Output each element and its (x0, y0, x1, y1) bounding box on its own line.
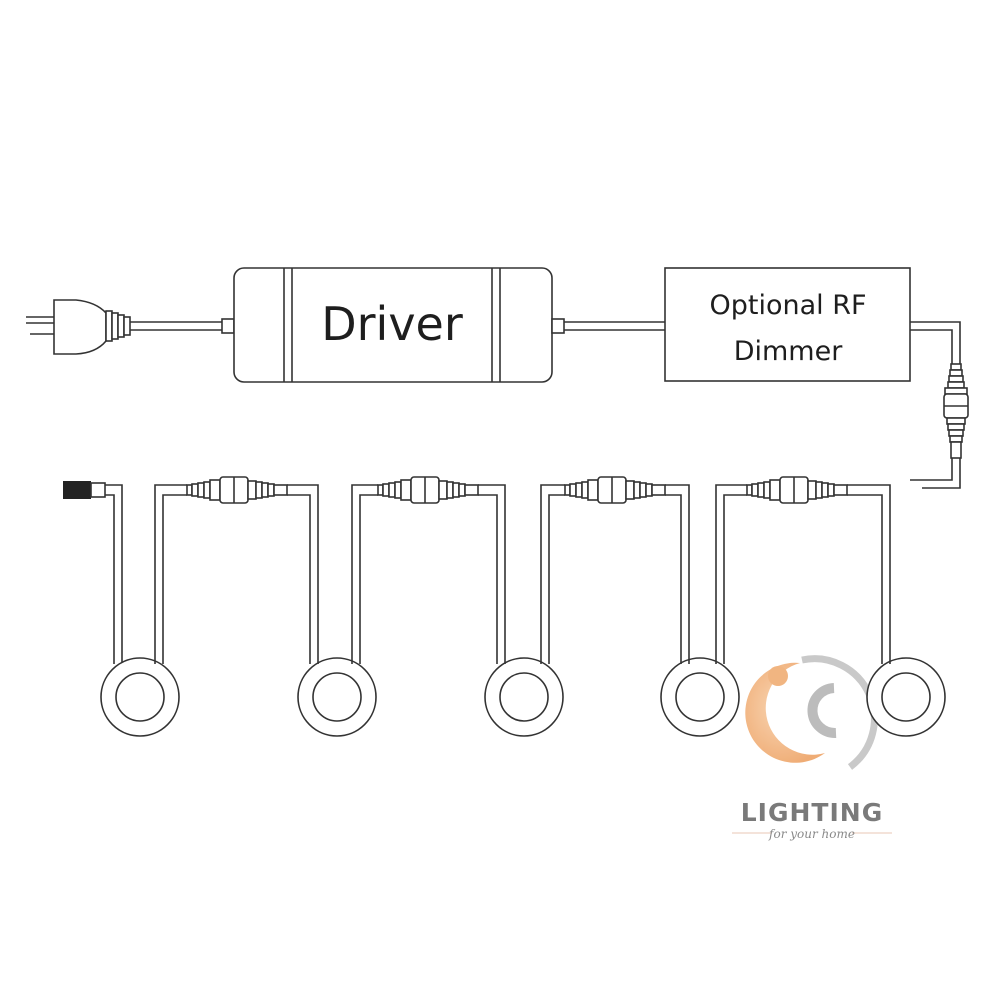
connector-ridge (625, 480, 635, 500)
connector-ridge (464, 484, 479, 496)
connector-ridge (827, 483, 835, 497)
connector-ridge (446, 481, 454, 499)
cable (540, 484, 565, 664)
connector-ridge (191, 483, 199, 497)
connector-ridge (569, 483, 577, 497)
cable (847, 494, 883, 664)
dimmer-output-cable (910, 321, 969, 489)
connector-ridge (388, 482, 396, 498)
connector-ridge (751, 483, 759, 497)
connector-ridge (382, 483, 390, 497)
connector-ridge (209, 479, 221, 501)
connector-ridge (273, 484, 288, 496)
downlight-lens (115, 672, 165, 722)
connector-ridge (261, 482, 269, 498)
connector-ridge (821, 482, 829, 498)
driver-label: Driver (321, 297, 463, 351)
connector-ridge (815, 481, 823, 499)
cable (723, 494, 747, 664)
cable (359, 494, 378, 664)
downlight-lens (881, 672, 931, 722)
connector-ridge (587, 479, 599, 501)
cable (847, 484, 891, 664)
connector-ridge (575, 482, 583, 498)
dimmer-label-line1: Optional RF (709, 290, 866, 321)
cable (351, 484, 378, 664)
connector-ridge (633, 481, 641, 499)
connector-ridge (438, 480, 448, 500)
brand-tagline: for your home (768, 827, 855, 841)
cable (665, 494, 682, 664)
cable (287, 494, 311, 664)
connector-ridge (757, 482, 765, 498)
cable (665, 484, 690, 664)
connector-ridge (203, 481, 211, 499)
connector-ridge (651, 484, 666, 496)
connector-ridge (247, 480, 257, 500)
connector-ridge (581, 481, 589, 499)
connector-ridge (458, 483, 466, 497)
connector-ridge (197, 482, 205, 498)
input-cable (130, 318, 235, 334)
connector-ridge (807, 480, 817, 500)
cable (162, 494, 187, 664)
cable (154, 484, 187, 664)
connector-ridge (645, 483, 653, 497)
connector-ridge (833, 484, 848, 496)
downlight-lens (312, 672, 362, 722)
brand-name: LIGHTING (741, 798, 883, 827)
connector-ridge (763, 481, 771, 499)
connector-ridge (394, 481, 402, 499)
cable (287, 484, 319, 664)
cable (478, 484, 506, 664)
downlight-lens (675, 672, 725, 722)
cable (548, 494, 565, 664)
connector-ridge (400, 479, 412, 501)
connector-ridge (452, 482, 460, 498)
driver-output-cable (551, 318, 665, 334)
driver-box (233, 267, 553, 383)
end-cap-icon (63, 481, 123, 664)
connector-ridge (639, 482, 647, 498)
dimmer-label-line2: Dimmer (734, 336, 844, 367)
connector-ridge (255, 481, 263, 499)
rf-dimmer-box (664, 267, 911, 382)
connector-ridge (267, 483, 275, 497)
power-plug-icon (26, 299, 131, 355)
downlight-lens (499, 672, 549, 722)
connector-ridge (769, 479, 781, 501)
cable (478, 494, 498, 664)
light-loops (100, 476, 946, 737)
cable (715, 484, 747, 664)
brand-logo (745, 655, 878, 770)
